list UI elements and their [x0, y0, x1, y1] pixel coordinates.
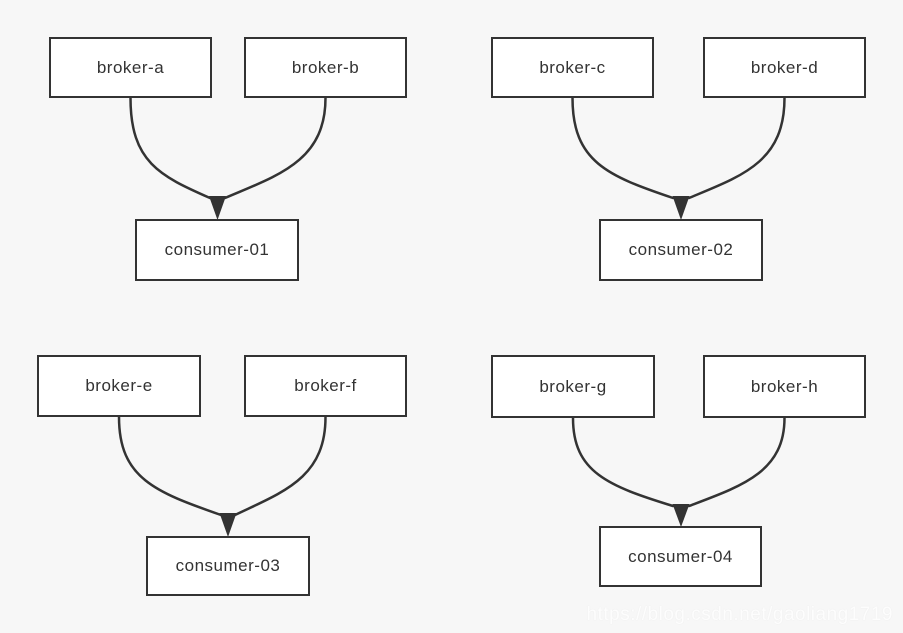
node-consumer-02: consumer-02 [599, 219, 763, 281]
node-broker-d: broker-d [703, 37, 866, 98]
edge-broker-d-consumer-02 [687, 96, 786, 200]
node-label: broker-b [291, 57, 360, 77]
node-label: broker-f [294, 376, 357, 395]
node-broker-b: broker-b [244, 37, 407, 98]
node-broker-e: broker-e [37, 355, 201, 417]
node-broker-f: broker-f [244, 355, 407, 417]
arrowhead-consumer-04 [672, 504, 690, 527]
node-label: consumer-01 [164, 240, 270, 259]
edge-broker-g-consumer-04 [571, 416, 675, 508]
node-broker-c: broker-c [491, 37, 654, 98]
node-label: broker-d [750, 57, 819, 77]
arrowhead-consumer-01 [209, 196, 226, 220]
node-broker-a: broker-a [49, 37, 212, 98]
node-consumer-04: consumer-04 [599, 526, 762, 587]
node-consumer-03: consumer-03 [146, 536, 310, 596]
node-broker-g: broker-g [491, 355, 655, 418]
edge-broker-h-consumer-04 [687, 416, 786, 508]
edge-broker-a-consumer-01 [129, 96, 212, 200]
edge-broker-f-consumer-03 [233, 415, 327, 517]
node-label: consumer-04 [628, 546, 733, 566]
node-label: consumer-03 [175, 556, 281, 575]
edge-broker-e-consumer-03 [117, 415, 223, 517]
edge-broker-b-consumer-01 [223, 96, 327, 200]
node-label: broker-g [539, 376, 607, 396]
arrowhead-consumer-02 [672, 196, 690, 220]
arrowhead-consumer-03 [219, 513, 237, 537]
node-label: broker-e [85, 376, 153, 395]
node-broker-h: broker-h [703, 355, 866, 418]
node-label: broker-a [96, 57, 165, 77]
node-label: broker-h [750, 376, 819, 396]
node-label: consumer-02 [628, 240, 734, 259]
edge-broker-c-consumer-02 [571, 96, 675, 200]
node-consumer-01: consumer-01 [135, 219, 299, 281]
node-label: broker-c [539, 57, 606, 77]
